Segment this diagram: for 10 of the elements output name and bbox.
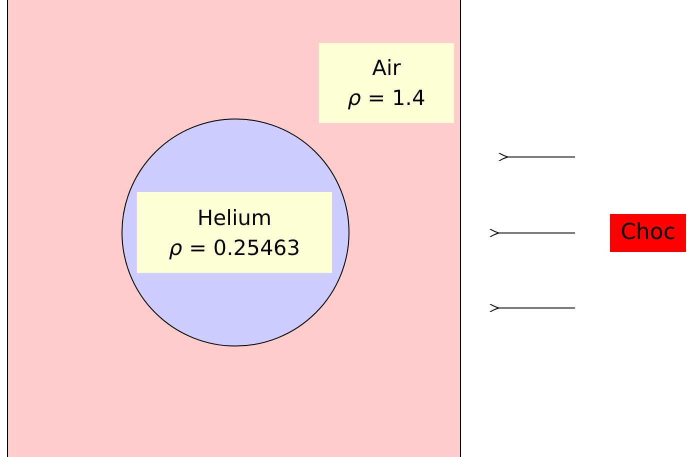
region-name: Helium: [196, 204, 273, 232]
shock-label: [610, 214, 686, 252]
region-name: Air: [371, 55, 402, 82]
label-box: [319, 43, 454, 123]
domain-region: [7, 0, 461, 457]
region-name: Choc: [620, 219, 676, 247]
density-value: ρ = 0.25463: [168, 234, 302, 262]
label-box: [137, 192, 332, 273]
bubble-circle: [121, 118, 350, 347]
density-value: ρ = 1.4: [346, 85, 426, 112]
